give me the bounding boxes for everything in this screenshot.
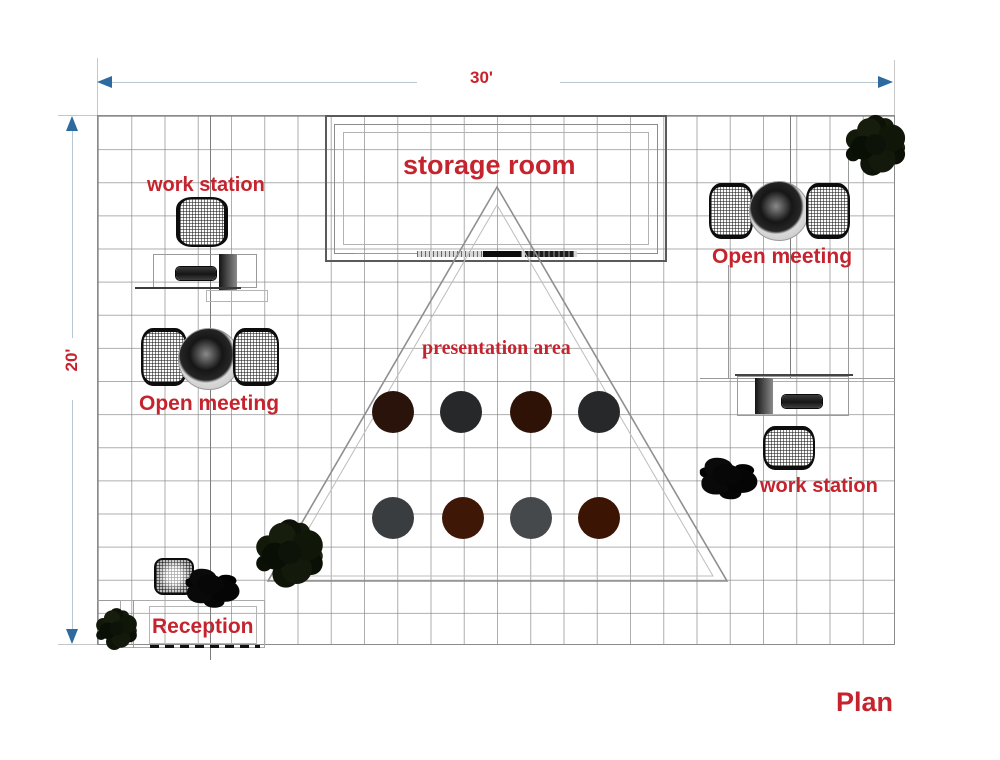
wall-line-right-room-left: [728, 265, 729, 378]
desk-edge-line: [735, 374, 853, 376]
wall-line-right-partition: [790, 115, 791, 378]
width-dimension-line-b: [560, 82, 882, 83]
reception-desk-divider: [133, 600, 134, 648]
arrow-right-icon: [878, 76, 893, 88]
chair-icon: [154, 558, 194, 595]
chair-icon: [233, 328, 279, 386]
reception-counter-dashes: [150, 645, 260, 648]
width-dimension-label: 30': [470, 68, 493, 87]
round-table-icon: [749, 181, 809, 241]
presentation-seat: [440, 391, 482, 433]
presentation-seat: [372, 391, 414, 433]
height-dimension-line-a: [72, 122, 73, 338]
person-silhouette-icon: [712, 464, 742, 485]
plant-icon: [109, 621, 124, 636]
presentation-seat: [372, 497, 414, 539]
height-dimension-line-b: [72, 400, 73, 632]
chair-icon: [806, 183, 850, 239]
desk-return: [206, 290, 268, 302]
reception-desk-inner: [149, 606, 257, 644]
work-station-label-left: work station: [147, 174, 265, 196]
storage-counter-black-segment: [483, 251, 521, 257]
person-silhouette-icon: [197, 574, 225, 595]
chair-icon: [709, 183, 753, 239]
desk-cabinet: [755, 378, 773, 414]
arrow-up-icon: [66, 116, 78, 131]
plan-title: Plan: [836, 687, 894, 717]
presentation-area-label: presentation area: [422, 337, 571, 359]
storage-room-inner-wall: [343, 132, 649, 245]
wall-line-right-room-bottom: [700, 378, 895, 379]
storage-room-label: storage room: [403, 150, 576, 180]
storage-counter-dark-segment: [525, 251, 573, 257]
desk-keyboard: [782, 395, 822, 408]
desk-cabinet: [219, 254, 237, 290]
wall-line-right-room-right: [848, 158, 849, 378]
presentation-seat: [510, 391, 552, 433]
open-meeting-label-left: Open meeting: [139, 392, 280, 415]
desk-right-workstation: [737, 376, 849, 416]
presentation-seat: [442, 497, 484, 539]
plant-icon: [277, 540, 302, 565]
chair-icon: [176, 197, 228, 247]
chair-icon: [141, 328, 187, 386]
presentation-seat: [578, 391, 620, 433]
arrow-down-icon: [66, 629, 78, 644]
extension-line-left-bottom: [58, 644, 97, 645]
round-table-icon: [178, 328, 240, 390]
presentation-seat: [510, 497, 552, 539]
reception-label: Reception: [152, 615, 254, 638]
storage-counter: [417, 250, 577, 258]
height-dimension-label: 20': [62, 348, 81, 372]
desk-edge-line: [135, 287, 241, 289]
chair-icon: [763, 426, 815, 470]
desk-keyboard: [176, 267, 216, 280]
work-station-label-right: work station: [760, 475, 878, 497]
extension-line-left-top: [58, 115, 97, 116]
open-meeting-label-right: Open meeting: [712, 245, 853, 268]
plant-icon: [865, 134, 886, 155]
arrow-left-icon: [97, 76, 112, 88]
extension-line-top-right: [894, 60, 895, 115]
presentation-seat: [578, 497, 620, 539]
width-dimension-line-a: [104, 82, 417, 83]
